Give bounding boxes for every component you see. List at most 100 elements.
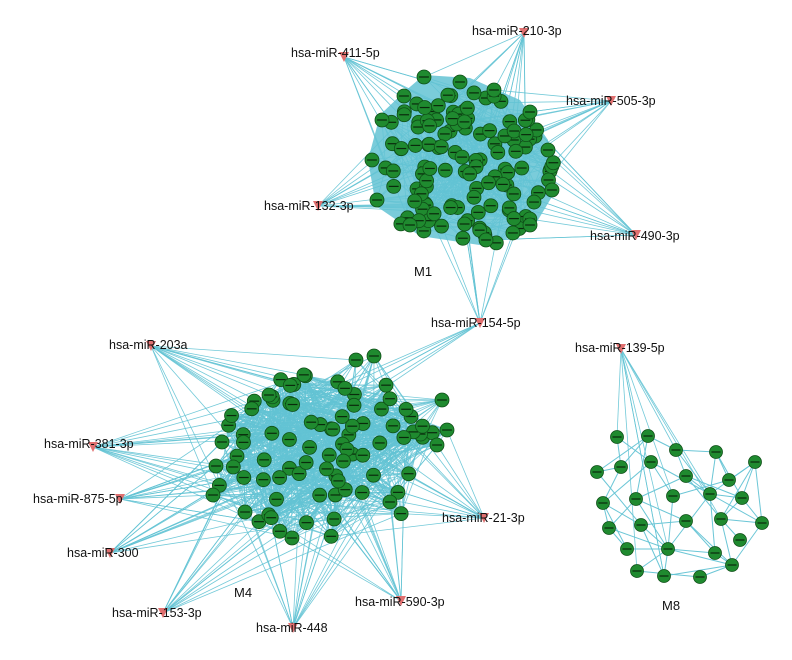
- network-edge: [292, 432, 433, 629]
- mirna-label: hsa-miR-875-5p: [33, 492, 123, 506]
- network-edge: [119, 498, 293, 539]
- network-edge: [616, 436, 652, 463]
- network-edge: [640, 520, 687, 526]
- network-edge: [493, 32, 525, 91]
- mirna-label: hsa-miR-490-3p: [590, 229, 680, 243]
- network-edge: [109, 518, 335, 554]
- network-edge: [523, 32, 526, 121]
- network-edge: [426, 186, 637, 236]
- network-edge: [232, 466, 294, 629]
- network-edge: [162, 436, 423, 614]
- mirna-label: hsa-miR-590-3p: [355, 595, 445, 609]
- network-edge: [290, 385, 443, 401]
- network-edge: [379, 442, 485, 519]
- mirna-layer: hsa-miR-411-5p hsa-miR-210-3p hsa-miR-505-…: [33, 24, 680, 635]
- mirna-node-marker: [158, 608, 168, 618]
- mirna-label: hsa-miR-153-3p: [112, 606, 202, 620]
- network-edge: [620, 348, 711, 495]
- mirna-label: hsa-miR-300: [67, 546, 139, 560]
- network-edge: [467, 218, 514, 222]
- network-edge: [379, 398, 391, 444]
- network-edge: [150, 345, 337, 477]
- mirna-node-marker: [115, 494, 125, 504]
- network-edge: [212, 428, 332, 496]
- network-edge: [436, 444, 485, 519]
- module-label-m4: M4: [234, 585, 252, 600]
- network-edge: [215, 465, 294, 629]
- mirna-label: hsa-miR-132-3p: [264, 199, 354, 213]
- network-edge: [292, 322, 481, 405]
- network-edge: [602, 461, 652, 504]
- network-edge: [446, 429, 485, 519]
- mirna-node-marker: [616, 344, 626, 354]
- network-edge: [317, 130, 490, 207]
- network-edge: [596, 471, 642, 526]
- network-edge: [754, 461, 763, 524]
- mirna-label: hsa-miR-381-3p: [44, 437, 134, 451]
- network-edge: [232, 466, 246, 513]
- network-edge: [667, 548, 716, 554]
- network-edge: [326, 468, 485, 519]
- network-edge: [317, 130, 515, 207]
- network-edge: [162, 513, 402, 614]
- network-edge: [292, 399, 443, 405]
- network-edge: [268, 394, 343, 417]
- mirna-label: hsa-miR-448: [256, 621, 328, 635]
- network-edge: [502, 32, 525, 185]
- network-edge: [292, 425, 423, 629]
- network-edge: [162, 492, 363, 614]
- network-edge: [672, 479, 730, 497]
- network-edge: [620, 348, 674, 497]
- mirna-label: hsa-miR-411-5p: [291, 46, 380, 60]
- network-edge: [346, 449, 402, 602]
- network-edge: [685, 475, 722, 520]
- network-edge: [352, 453, 485, 519]
- network-edge: [640, 524, 665, 577]
- network-edge: [109, 403, 291, 554]
- network-edge: [92, 431, 414, 448]
- network-edge: [119, 428, 333, 500]
- network-edge: [494, 100, 612, 178]
- network-edge: [92, 446, 277, 500]
- network-edge: [150, 345, 304, 376]
- network-edge: [685, 475, 743, 499]
- network-edge: [212, 494, 485, 519]
- mirna-node-marker: [313, 201, 323, 211]
- network-edge: [92, 396, 273, 448]
- network-edge: [373, 355, 375, 476]
- network-edge: [150, 345, 357, 361]
- network-edge: [416, 100, 612, 105]
- network-edge: [720, 461, 756, 520]
- network-edge: [493, 89, 612, 102]
- network-edge: [392, 425, 410, 474]
- network-edge: [344, 489, 402, 602]
- network-edge: [400, 148, 408, 218]
- network-edge: [150, 345, 355, 395]
- network-edge: [620, 348, 677, 451]
- network-edge: [162, 424, 321, 614]
- network-edge: [341, 322, 481, 417]
- mirna-label: hsa-miR-505-3p: [566, 94, 656, 108]
- network-edge: [620, 348, 669, 550]
- module-label-m1: M1: [414, 264, 432, 279]
- network-edge: [109, 394, 270, 554]
- mirna-node-marker: [146, 341, 156, 351]
- mirna-label: hsa-miR-203a: [109, 338, 188, 352]
- network-edge: [343, 56, 465, 225]
- gene-nodes-layer: [205, 69, 769, 584]
- network-edge: [596, 435, 649, 473]
- network-edge: [720, 518, 733, 566]
- mirna-node-marker: [339, 52, 349, 62]
- network-edge: [447, 94, 510, 122]
- network-edge: [119, 498, 260, 523]
- network-edge: [264, 442, 380, 461]
- mirna-label: hsa-miR-210-3p: [472, 24, 562, 38]
- network-edge: [401, 513, 485, 519]
- network-edge: [342, 399, 443, 417]
- network-edge: [685, 520, 716, 554]
- network-edge: [92, 374, 305, 448]
- network-edge: [479, 232, 514, 324]
- mirna-label: hsa-miR-154-5p: [431, 316, 521, 330]
- network-edge: [476, 187, 637, 236]
